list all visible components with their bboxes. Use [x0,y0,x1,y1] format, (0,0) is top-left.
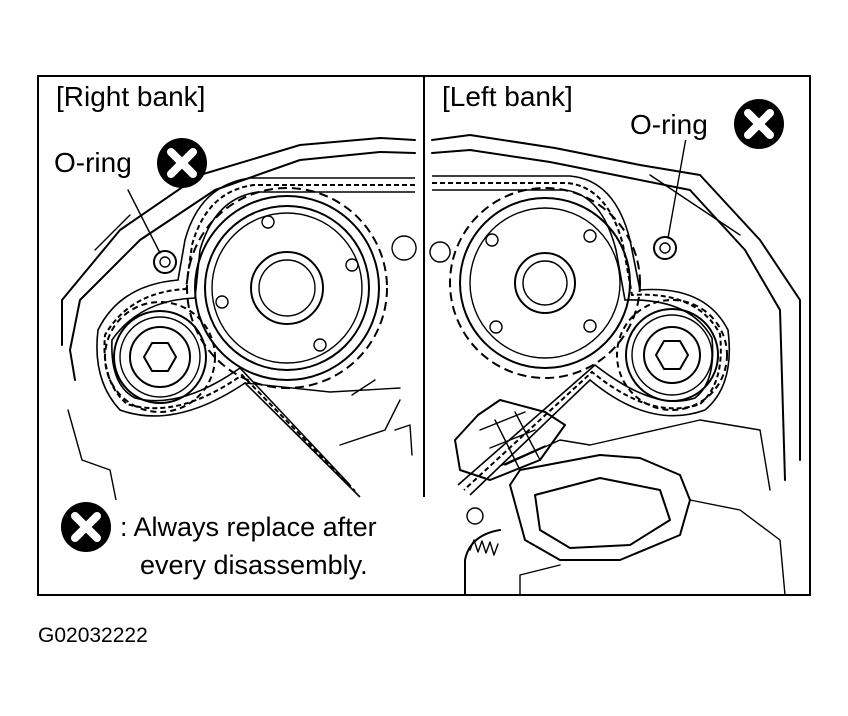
right-idler-sprocket [104,301,216,413]
figure-code: G02032222 [38,624,148,647]
left-idler-sprocket [616,299,728,411]
legend-text-line2: every disassembly. [140,550,368,580]
right-bank-label: [Right bank] [56,81,205,112]
replace-icon-legend [61,502,111,552]
o-ring-label-right: O-ring [54,147,132,178]
left-cam-sprocket [449,187,641,379]
left-bank-label: [Left bank] [442,81,573,112]
left-bank-drawing [429,134,801,595]
right-o-ring [153,250,177,274]
right-cam-sprocket [186,187,388,389]
replace-icon-right [157,138,207,188]
replace-icon-left [734,99,784,149]
left-o-ring [653,236,677,260]
legend-text-line1: : Always replace after [120,512,377,542]
o-ring-label-left: O-ring [630,109,708,140]
right-bank-drawing [61,137,417,521]
